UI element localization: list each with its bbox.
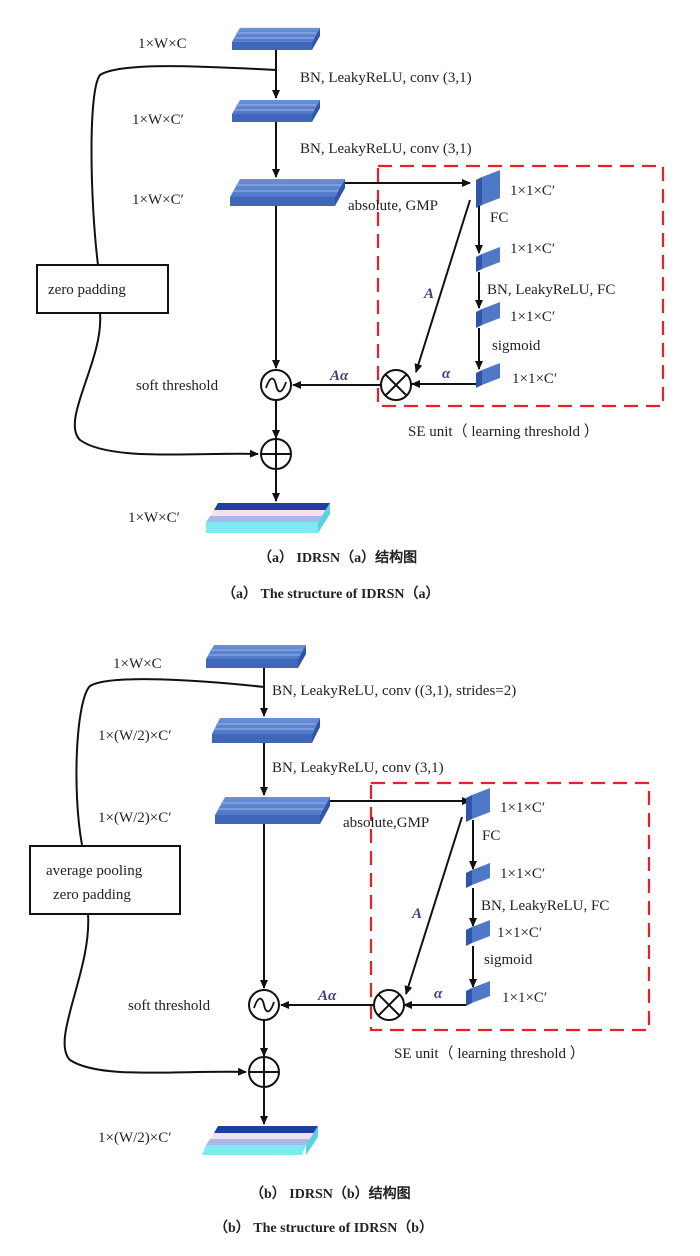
- se-op3-label-a: sigmoid: [492, 338, 541, 354]
- figure-caption-en-b: （b） The structure of IDRSN（b）: [214, 1220, 433, 1236]
- se-caption-b: SE unit（ learning threshold ）: [394, 1045, 585, 1062]
- se-unit-boundary-a: [376, 164, 665, 408]
- se-vec1-label-a: 1×1×C′: [510, 183, 555, 199]
- tilde-icon: [265, 377, 287, 393]
- zero-padding-box-a: [36, 264, 169, 314]
- se-op3-label-b: sigmoid: [484, 952, 533, 968]
- se-vec2-label-a: 1×1×C′: [510, 241, 555, 257]
- se-op2-label-b: BN, LeakyReLU, FC: [481, 898, 609, 914]
- op2-label-b: BN, LeakyReLU, conv (3,1): [272, 760, 444, 776]
- shortcut-line-bottom-b: [63, 913, 247, 1076]
- diagram-a: 1×W×C 1×W×C′ 1×W×C′ 1×W×C′ BN, LeakyReLU…: [36, 27, 665, 602]
- gmp-label-b: absolute,GMP: [343, 815, 429, 831]
- se-vectors-b: [466, 788, 490, 1006]
- se-vec4-label-b: 1×1×C′: [502, 990, 547, 1006]
- soft-threshold-label-a: soft threshold: [136, 378, 219, 394]
- shortcut-line-top-a: [90, 65, 277, 266]
- shortcut-line-top-b: [75, 678, 265, 846]
- layer2-dim-label-a: 1×W×C′: [132, 192, 184, 208]
- figure-caption-en-a: （a） The structure of IDRSN（a）: [222, 586, 440, 602]
- input-dim-label-a: 1×W×C: [138, 36, 187, 52]
- shortcut-line-bottom-a: [73, 312, 259, 458]
- avg-pool-label-b: average pooling: [46, 863, 143, 879]
- se-vectors-a: [476, 170, 500, 388]
- tilde-icon: [253, 997, 275, 1013]
- se-vec1-label-b: 1×1×C′: [500, 800, 545, 816]
- a-symbol-a: A: [423, 286, 434, 302]
- diagram-b: 1×W×C 1×(W/2)×C′ 1×(W/2)×C′ 1×(W/2)×C′ B…: [29, 645, 651, 1236]
- figure-caption-cn-a: （a） IDRSN（a）结构图: [258, 549, 417, 566]
- op1-label-a: BN, LeakyReLU, conv (3,1): [300, 70, 472, 86]
- feature-map-input-a: [231, 27, 321, 50]
- aalpha-symbol-b: Aα: [317, 988, 337, 1004]
- layer2-dim-label-b: 1×(W/2)×C′: [98, 810, 172, 826]
- soft-threshold-label-b: soft threshold: [128, 998, 211, 1014]
- feature-map-layer2-b: [215, 797, 330, 824]
- op2-label-a: BN, LeakyReLU, conv (3,1): [300, 141, 472, 157]
- gmp-label-a: absolute, GMP: [348, 198, 438, 214]
- arrow-a-branch-b: [404, 816, 463, 995]
- se-vec3-label-a: 1×1×C′: [510, 309, 555, 325]
- se-caption-a: SE unit（ learning threshold ）: [408, 423, 599, 440]
- zero-padding-label-b: zero padding: [53, 887, 131, 903]
- se-vec4-label-a: 1×1×C′: [512, 371, 557, 387]
- output-dim-label-b: 1×(W/2)×C′: [98, 1130, 172, 1146]
- output-dim-label-a: 1×W×C′: [128, 510, 180, 526]
- avg-pool-padding-box-b: [29, 845, 181, 915]
- feature-map-layer1-a: [232, 100, 320, 122]
- se-op1-label-b: FC: [482, 828, 500, 844]
- zero-padding-label-a: zero padding: [48, 282, 126, 298]
- aalpha-symbol-a: Aα: [329, 368, 349, 384]
- input-dim-label-b: 1×W×C: [113, 656, 162, 672]
- feature-map-layer1-b: [212, 718, 320, 743]
- se-unit-boundary-b: [369, 781, 651, 1032]
- se-op2-label-a: BN, LeakyReLU, FC: [487, 282, 615, 298]
- feature-map-output-a: [206, 503, 330, 533]
- alpha-symbol-a: α: [442, 366, 451, 382]
- arrow-a-branch-a: [414, 199, 471, 373]
- layer1-dim-label-b: 1×(W/2)×C′: [98, 728, 172, 744]
- layer1-dim-label-a: 1×W×C′: [132, 112, 184, 128]
- feature-map-input-b: [206, 645, 306, 668]
- se-vec2-label-b: 1×1×C′: [500, 866, 545, 882]
- se-vec3-label-b: 1×1×C′: [497, 925, 542, 941]
- op1-label-b: BN, LeakyReLU, conv ((3,1), strides=2): [272, 683, 516, 699]
- a-symbol-b: A: [411, 906, 422, 922]
- feature-map-layer2-a: [230, 179, 345, 206]
- alpha-symbol-b: α: [434, 986, 443, 1002]
- figure-caption-cn-b: （b） IDRSN（b）结构图: [250, 1185, 411, 1202]
- se-op1-label-a: FC: [490, 210, 508, 226]
- feature-map-output-b: [202, 1126, 318, 1155]
